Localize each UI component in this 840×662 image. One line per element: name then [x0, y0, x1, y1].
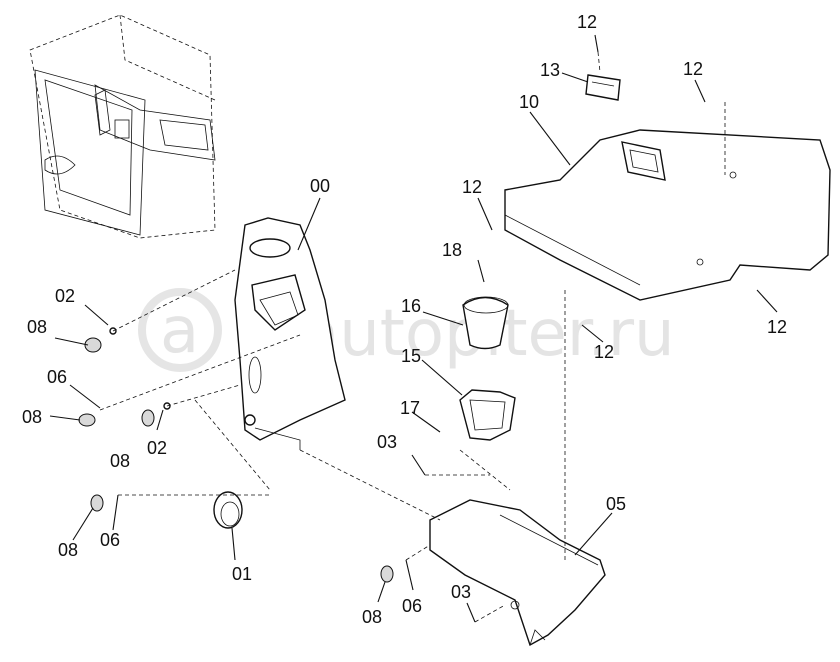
callout-18: 18 — [442, 240, 462, 260]
callout-05: 05 — [606, 494, 626, 514]
callout-08: 08 — [362, 607, 382, 627]
callout-labels: 00 01 02 02 03 03 05 06 06 06 08 08 08 0… — [22, 12, 787, 627]
callout-12: 12 — [683, 59, 703, 79]
callout-06: 06 — [100, 530, 120, 550]
callout-17: 17 — [400, 398, 420, 418]
callout-06: 06 — [47, 367, 67, 387]
callout-08: 08 — [110, 451, 130, 471]
part-16-cup-holder — [462, 296, 509, 350]
callout-02: 02 — [147, 438, 167, 458]
part-00-left-console — [234, 217, 346, 450]
callout-08: 08 — [27, 317, 47, 337]
callout-08: 08 — [22, 407, 42, 427]
callout-03: 03 — [377, 432, 397, 452]
part-05-lower-console — [429, 499, 606, 647]
callout-08: 08 — [58, 540, 78, 560]
callout-03: 03 — [451, 582, 471, 602]
callout-12: 12 — [594, 342, 614, 362]
cab-overview-thumbnail — [29, 14, 216, 239]
part-01-grommet — [213, 491, 243, 529]
callout-01: 01 — [232, 564, 252, 584]
callout-12: 12 — [577, 12, 597, 32]
leader-lines — [49, 34, 778, 623]
callout-02: 02 — [55, 286, 75, 306]
callout-13: 13 — [540, 60, 560, 80]
callout-06: 06 — [402, 596, 422, 616]
part-13-clip — [585, 74, 621, 101]
callout-10: 10 — [519, 92, 539, 112]
part-15-cup-bracket — [459, 389, 516, 441]
svg-text:a: a — [160, 294, 199, 368]
callout-15: 15 — [401, 346, 421, 366]
callout-00: 00 — [310, 176, 330, 196]
callout-12: 12 — [462, 177, 482, 197]
part-10-upper-panel — [504, 129, 831, 301]
callout-12: 12 — [767, 317, 787, 337]
callout-16: 16 — [401, 296, 421, 316]
